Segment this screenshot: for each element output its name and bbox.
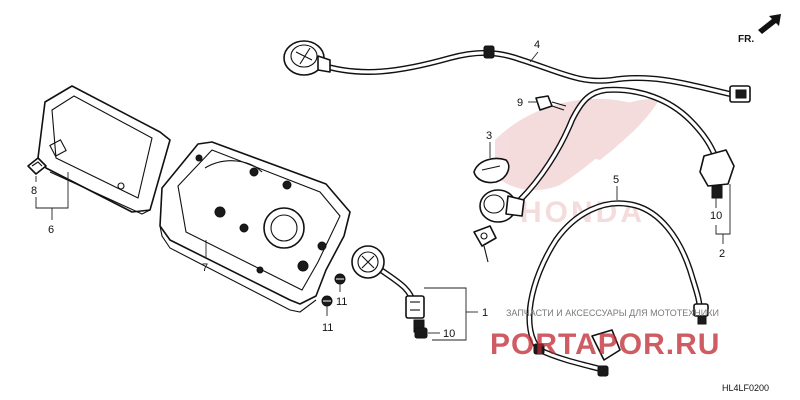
callout-11-upper: 11 — [336, 284, 347, 308]
callout-6: 6 — [35, 172, 69, 236]
callout-3: 3 — [486, 130, 492, 158]
front-arrow-icon — [758, 14, 781, 34]
callout-10-upper-label: 10 — [710, 210, 722, 222]
callout-1-label: 1 — [482, 307, 488, 319]
diagram-code: HL4LF0200 — [722, 383, 769, 393]
callout-8-label: 8 — [31, 185, 37, 197]
callout-10-upper: 10 — [710, 198, 722, 222]
fr-label: FR. — [738, 34, 754, 45]
watermark-caption: ЗАПЧАСТИ И АКСЕССУАРЫ ДЛЯ МОТОТЕХНИКИ — [506, 308, 719, 318]
front-direction-indicator: FR. — [738, 14, 781, 45]
callout-5: 5 — [613, 174, 619, 200]
callout-7-label: 7 — [202, 262, 208, 274]
callout-11-upper-label: 11 — [336, 296, 347, 308]
callout-5-label: 5 — [613, 174, 619, 186]
bolt-9 — [535, 95, 567, 111]
callout-7: 7 — [202, 240, 208, 274]
callout-1: 1 — [424, 287, 488, 341]
long-harness — [526, 200, 709, 377]
callout-4: 4 — [529, 39, 540, 63]
shop-watermark: ЗАПЧАСТИ И АКСЕССУАРЫ ДЛЯ МОТОТЕХНИКИ PO… — [490, 308, 720, 361]
switch-harness — [283, 40, 751, 103]
callout-11-lower: 11 — [322, 306, 333, 334]
ignition-switch — [473, 86, 735, 263]
callout-2: 2 — [715, 184, 731, 260]
callout-6-label: 6 — [48, 224, 54, 236]
callout-2-label: 2 — [719, 248, 725, 260]
screw-11-upper — [334, 273, 346, 285]
meter-cover — [37, 85, 171, 215]
callout-9-label: 9 — [517, 97, 523, 109]
callout-3-label: 3 — [486, 130, 492, 142]
watermark-logo: PORTAPOR.RU — [490, 328, 720, 361]
callout-10-lower: 10 — [428, 328, 455, 340]
callout-11-lower-label: 11 — [322, 322, 333, 334]
callout-8: 8 — [31, 176, 37, 197]
callout-9: 9 — [517, 97, 538, 109]
screw-11-lower — [321, 295, 333, 307]
callout-4-label: 4 — [534, 39, 540, 51]
meter-pad — [27, 157, 47, 175]
socket-harness — [351, 245, 425, 333]
clip-10-lower — [414, 327, 428, 339]
callout-10-lower-label: 10 — [443, 328, 455, 340]
meter-case — [159, 141, 351, 313]
